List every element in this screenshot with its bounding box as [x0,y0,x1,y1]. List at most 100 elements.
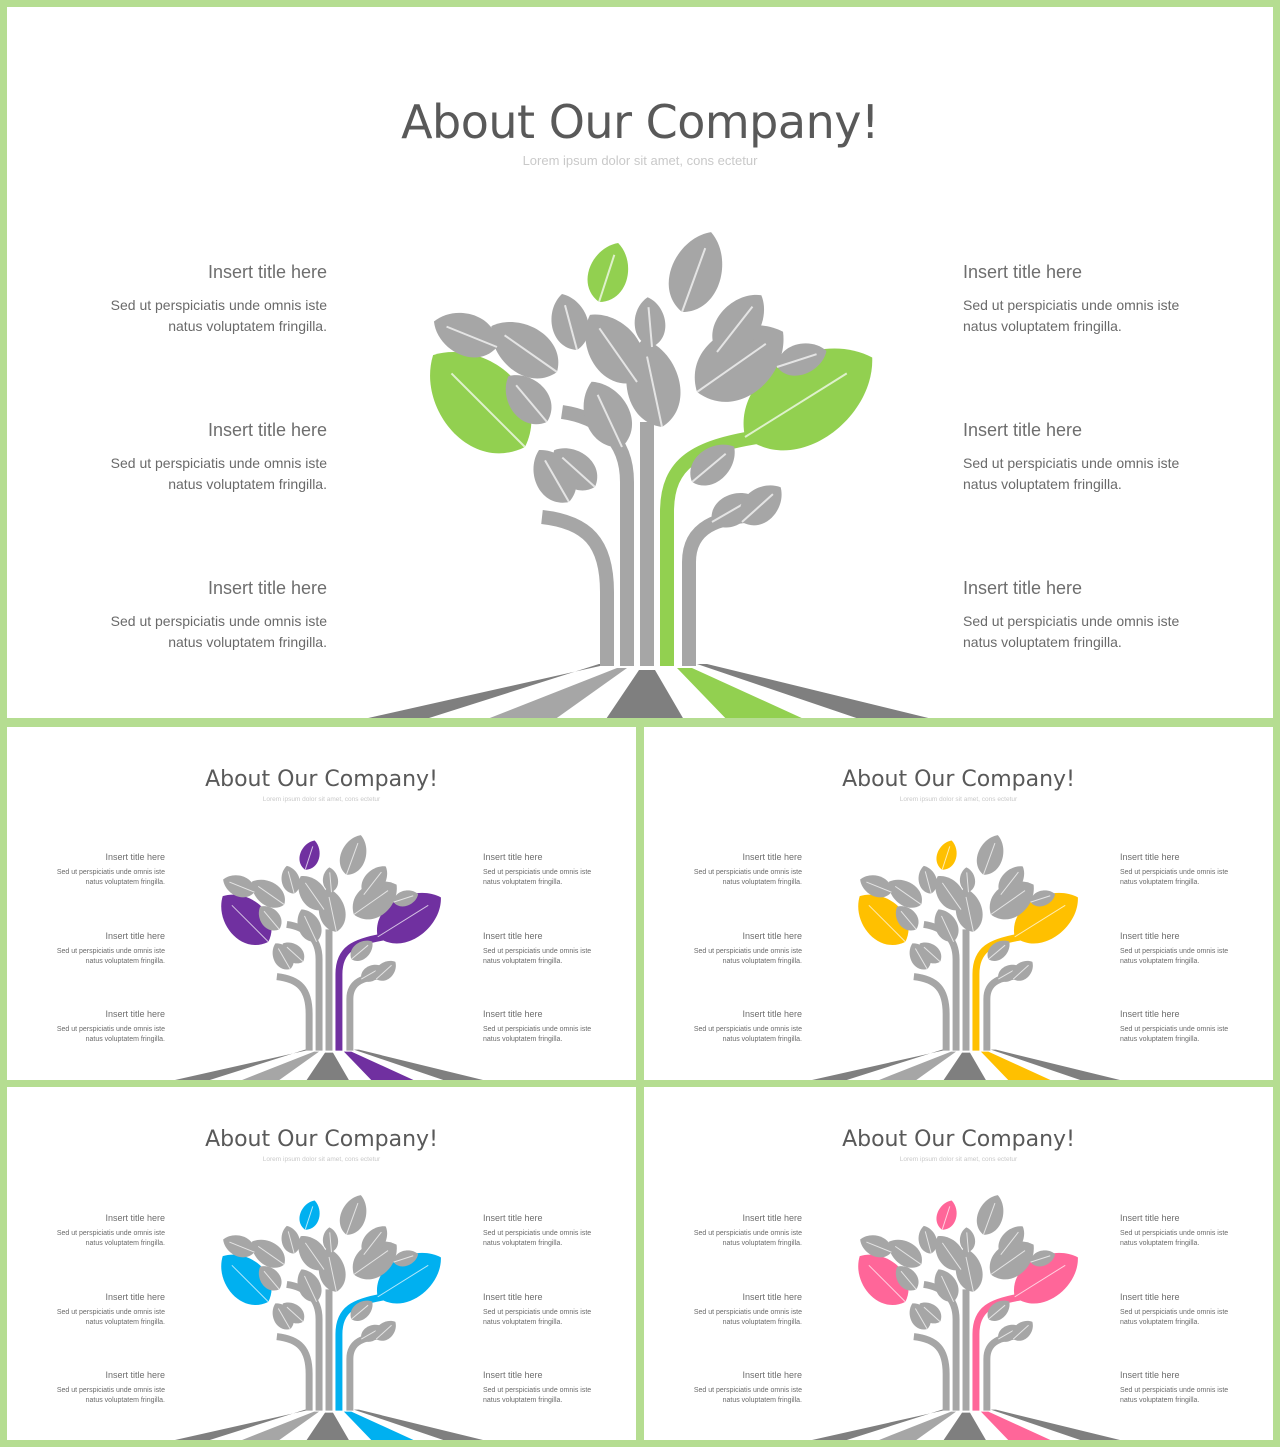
root-band-accent [980,1411,1051,1440]
leaf-vein [988,944,1006,960]
leaf [491,322,559,379]
item-right-3: Insert title here Sed ut perspiciatis un… [963,578,1263,653]
tree-branch [276,973,313,1051]
item-desc-line: natus voluptatem fringilla. [85,958,165,965]
leaf-vein [990,1250,1026,1275]
leaf-vein [596,394,623,448]
leaf [860,1235,892,1258]
item-title: Insert title here [105,852,165,862]
leaf [583,381,633,448]
item-desc-line: Sed ut perspiciatis unde omnis iste [1120,1387,1229,1394]
tree-illustration [812,1195,1120,1440]
leaf-shape [339,1195,367,1235]
tree-branch [660,430,759,666]
tree-branch [346,972,384,1051]
item-title: Insert title here [483,1213,543,1223]
leaf-shape [1014,893,1078,944]
item-desc-line: Sed ut perspiciatis unde omnis iste [693,869,802,876]
leaf-shape [1014,1253,1078,1304]
item-title: Insert title here [483,1009,543,1019]
leaf [339,1195,367,1235]
leaf-vein [375,1324,392,1340]
leaf-vein [988,1304,1006,1320]
item-desc-line: natus voluptatem fringilla. [963,318,1122,334]
leaf-vein [868,904,906,943]
leaf [361,1226,388,1256]
item-desc-line: natus voluptatem fringilla. [168,634,327,650]
root-band [606,670,683,718]
tree-branch [541,510,614,666]
root-band [306,1412,349,1440]
leaf-vein [328,1256,337,1293]
item-desc-line: Sed ut perspiciatis unde omnis iste [56,869,165,876]
item-left-1: Insert title here Sed ut perspiciatis un… [27,262,327,337]
item-title: Insert title here [207,578,327,598]
leaf-vein [287,871,295,894]
leaf-vein [304,846,314,870]
leaf [281,865,301,894]
item-desc-line: Sed ut perspiciatis unde omnis iste [56,948,165,955]
slide-variant-pink[interactable]: About Our Company! Lorem ipsum dolor sit… [644,1087,1273,1440]
leaf-vein [924,1231,932,1254]
leaf [322,1227,338,1253]
root-band [242,1411,320,1440]
leaf-vein [990,890,1026,915]
item-desc-line: Sed ut perspiciatis unde omnis iste [693,1026,802,1033]
leaf [919,942,942,964]
item-desc-line: Sed ut perspiciatis unde omnis iste [56,1230,165,1237]
item-desc-line: Sed ut perspiciatis unde omnis iste [56,1026,165,1033]
slide-main[interactable]: About Our Company! Lorem ipsum dolor sit… [7,7,1273,718]
leaf-shape [976,1195,1004,1235]
leaf-accent [299,1200,320,1230]
root-band [353,1049,483,1080]
leaf-vein [363,1231,382,1255]
leaf-vein [965,896,974,933]
leaf [740,485,782,526]
item-desc-line: Sed ut perspiciatis unde omnis iste [483,1026,592,1033]
item-desc-line: Sed ut perspiciatis unde omnis iste [483,1387,592,1394]
item-desc-line: Sed ut perspiciatis unde omnis iste [110,455,327,471]
leaf-vein [923,1306,941,1323]
leaf-vein [681,247,707,313]
leaf-accent [1014,893,1078,944]
tree-branch [983,972,1021,1051]
item-title: Insert title here [742,852,802,862]
leaf [433,313,498,358]
leaf-vein [941,915,955,943]
slide-variant-blue[interactable]: About Our Company! Lorem ipsum dolor sit… [7,1087,636,1440]
item-desc-line: Sed ut perspiciatis unde omnis iste [110,613,327,629]
item-desc-line: natus voluptatem fringilla. [85,1036,165,1043]
item-title: Insert title here [742,1009,802,1019]
item-title: Insert title here [207,262,327,282]
root-band [368,664,609,718]
leaf-vein [263,1270,280,1290]
leaf [860,875,892,898]
tree-illustration [175,835,483,1080]
item-title: Insert title here [105,1370,165,1380]
root-band [990,1409,1120,1440]
slide-variant-purple[interactable]: About Our Company! Lorem ipsum dolor sit… [7,727,636,1080]
leaf-vein [941,1275,955,1303]
item-desc-line: natus voluptatem fringilla. [168,476,327,492]
item-title: Insert title here [742,1370,802,1380]
item-title: Insert title here [1120,931,1180,941]
tree-branch [983,1332,1021,1411]
item-title: Insert title here [963,262,1083,282]
slide-variant-yellow[interactable]: About Our Company! Lorem ipsum dolor sit… [644,727,1273,1080]
root-band-accent [343,1411,414,1440]
leaf-shape [668,232,723,313]
root-band-accent [980,1051,1051,1080]
item-title: Insert title here [963,420,1083,440]
leaf-vein [965,1256,974,1293]
